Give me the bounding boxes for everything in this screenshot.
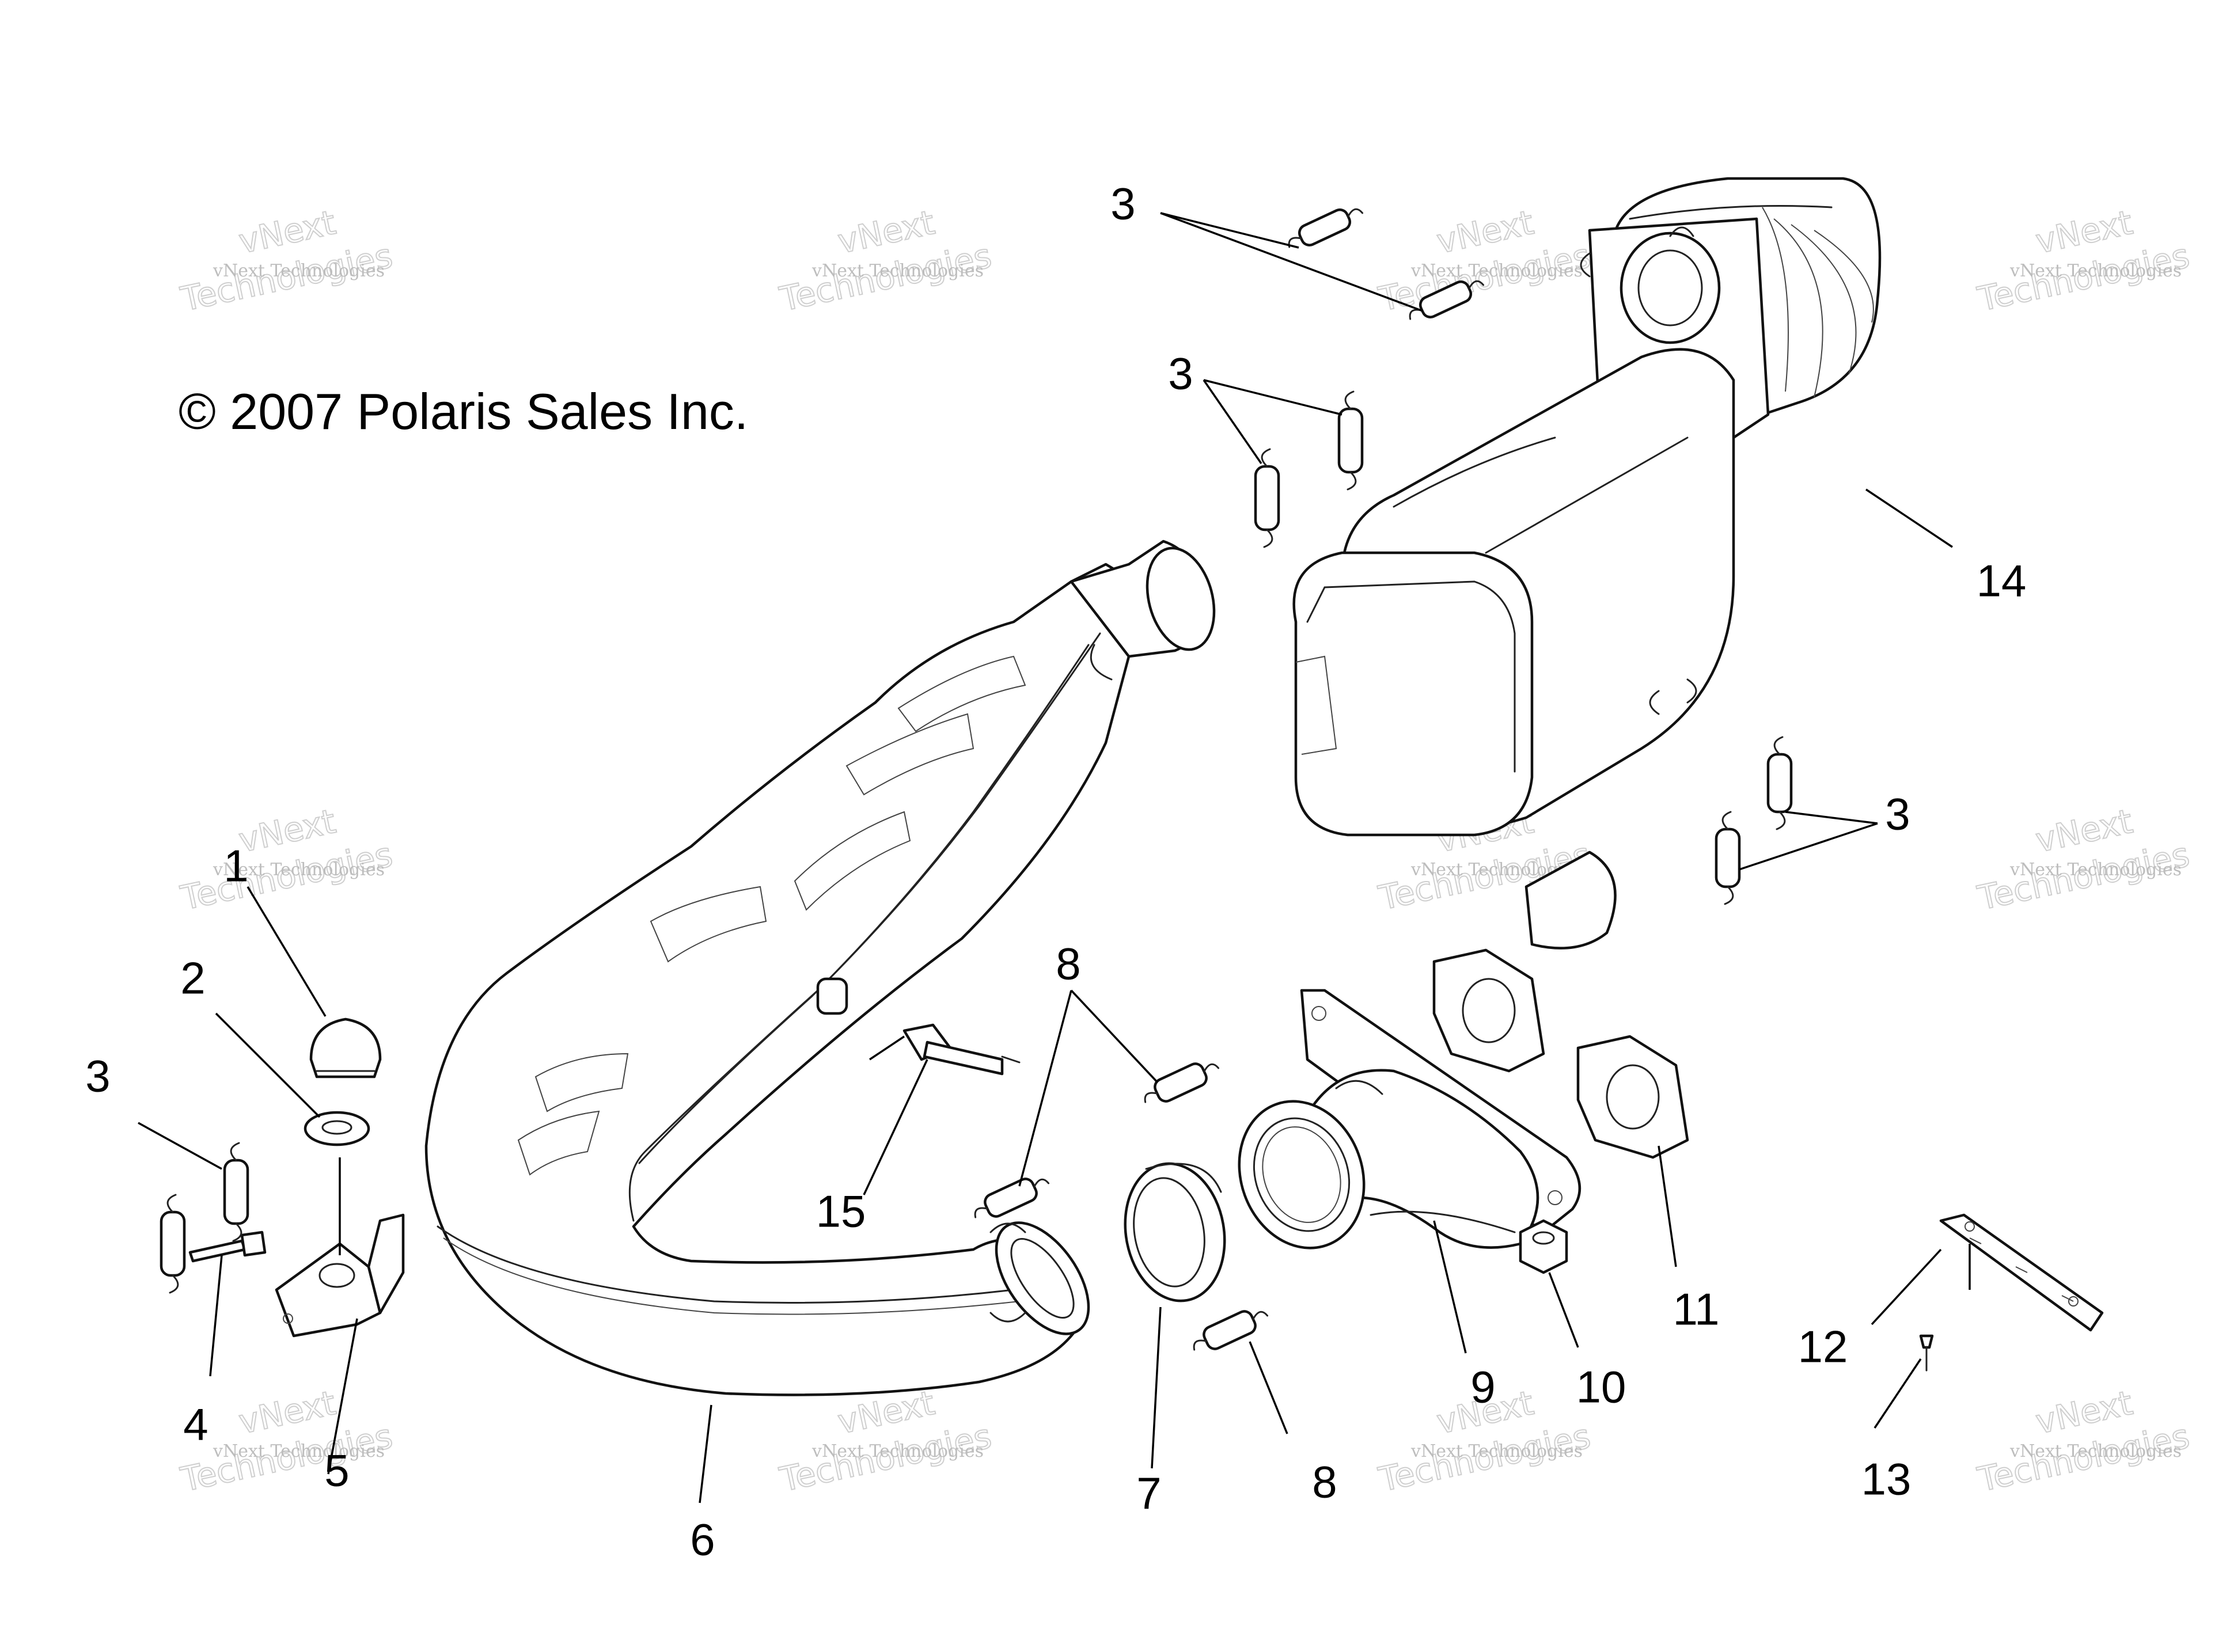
- watermark-text: vNext Technologies: [213, 860, 385, 880]
- spring: [1715, 811, 1741, 905]
- watermark: vNext Technologies vNext Technologies: [1974, 202, 2194, 320]
- spring: [223, 1142, 249, 1242]
- callout-10: 10: [1576, 1362, 1626, 1412]
- watermark: vNext Technologies vNext Technologies: [776, 202, 996, 320]
- watermark-text: vNext Technologies: [213, 261, 385, 281]
- spring: [160, 1194, 186, 1294]
- callout-8: 8: [1056, 939, 1080, 989]
- callout-labels: 3 3 14 3 1 2 3 4 5 6 7 8 8 15 9 10 11 12…: [85, 179, 2026, 1565]
- callout-8: 8: [1312, 1457, 1337, 1507]
- callout-3: 3: [1885, 789, 1910, 840]
- watermark-text: vNext Technologies: [1410, 261, 1583, 281]
- spring: [1337, 390, 1364, 491]
- watermark-text: vNext Technologies: [811, 1441, 984, 1461]
- watermark-text: vNext Technologies: [213, 1441, 385, 1461]
- part-13-rivet: [1919, 1334, 1934, 1372]
- callout-12: 12: [1798, 1321, 1848, 1372]
- callout-14: 14: [1977, 556, 2027, 606]
- callout-7: 7: [1136, 1468, 1161, 1519]
- watermark: vNext Technologies vNext Technologies: [177, 202, 397, 320]
- part-14-silencer: [1292, 177, 1882, 950]
- callout-13: 13: [1861, 1454, 1912, 1505]
- part-2-grommet: [304, 1111, 370, 1146]
- part-4-screw: [188, 1231, 267, 1263]
- watermark: vNext Technologies vNext Technologies: [1974, 801, 2194, 918]
- part-6-expansion-chamber: [424, 540, 1216, 1396]
- spring: [1254, 448, 1280, 548]
- part-7-seal-ring: [1124, 1162, 1226, 1302]
- watermark: vNext Technologies vNext Technologies: [1974, 1383, 2194, 1500]
- watermark: vNext Technologies vNext Technologies: [177, 1383, 397, 1500]
- part-11-gaskets: [1432, 948, 1689, 1159]
- watermark-text: vNext Technologies: [1410, 1441, 1583, 1461]
- callout-15: 15: [816, 1186, 866, 1237]
- watermark-text: vNext Technologies: [2009, 261, 2182, 281]
- callout-3: 3: [85, 1051, 110, 1102]
- spring: [1193, 1310, 1269, 1351]
- callout-3: 3: [1110, 179, 1135, 229]
- callout-1: 1: [223, 841, 248, 891]
- watermark: vNext Technologies vNext Technologies: [177, 801, 397, 918]
- watermark-text: vNext Technologies: [2009, 1441, 2182, 1461]
- spring: [1144, 1062, 1220, 1103]
- springs: [160, 208, 1793, 1351]
- callout-4: 4: [183, 1399, 208, 1450]
- callout-2: 2: [180, 953, 205, 1004]
- part-12-heat-shield: [1939, 1213, 2104, 1332]
- spring: [974, 1178, 1050, 1218]
- spring: [1766, 736, 1793, 830]
- callout-11: 11: [1673, 1284, 1720, 1335]
- watermark: vNext Technologies vNext Technologies: [1375, 202, 1595, 320]
- watermark-text: vNext Technologies: [811, 261, 984, 281]
- callout-3: 3: [1168, 348, 1193, 399]
- part-1-cap: [309, 1017, 382, 1078]
- watermark-text: vNext Technologies: [2009, 860, 2182, 880]
- part-15-bolt: [902, 1023, 1021, 1076]
- callout-6: 6: [690, 1514, 715, 1565]
- part-5-bracket: [275, 1213, 405, 1338]
- part-9-exhaust-manifold: [1238, 989, 1582, 1250]
- leader-lines: [138, 212, 1971, 1503]
- callout-5: 5: [324, 1445, 349, 1496]
- part-10-nut: [1519, 1219, 1568, 1274]
- sensor-boss: [816, 977, 848, 1015]
- copyright-notice: © 2007 Polaris Sales Inc.: [179, 383, 748, 440]
- callout-9: 9: [1470, 1362, 1495, 1412]
- watermark: vNext Technologies vNext Technologies: [776, 1383, 996, 1500]
